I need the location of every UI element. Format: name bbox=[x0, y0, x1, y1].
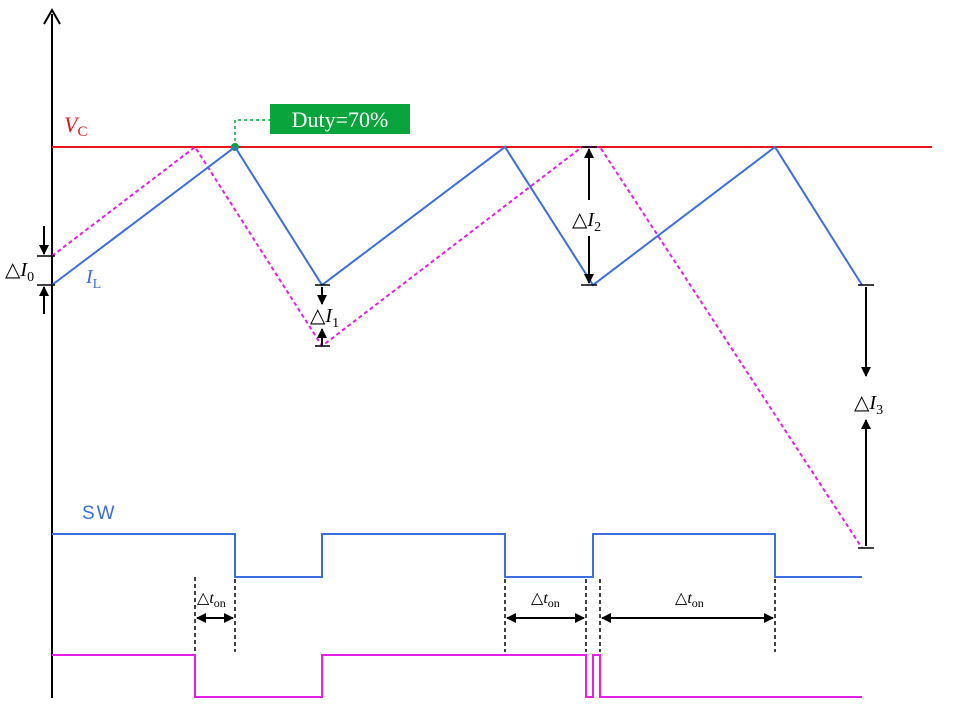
y-axis-arrowhead bbox=[43, 7, 61, 25]
delta-ton-label-2: △ton bbox=[531, 590, 560, 610]
magenta-switch-waveform bbox=[52, 654, 862, 698]
delta-ton-label-1: △ton bbox=[197, 590, 226, 610]
delta-i1-marker bbox=[315, 284, 330, 347]
delta-i0-marker bbox=[37, 226, 55, 314]
delta-i1-label: △I1 bbox=[310, 305, 339, 331]
duty-box bbox=[270, 104, 410, 134]
delta-ton-label-3: △ton bbox=[675, 590, 704, 610]
delta-i3-marker bbox=[858, 284, 874, 549]
delta-i2-label: △I2 bbox=[572, 209, 601, 235]
sw-label: SW bbox=[82, 503, 117, 524]
magenta-current-waveform bbox=[51, 145, 863, 549]
duty-label: Duty=70% bbox=[292, 107, 389, 132]
timing-guides bbox=[194, 577, 776, 652]
duty-leader-line bbox=[234, 119, 270, 147]
il-waveform bbox=[51, 145, 863, 287]
il-label: IL bbox=[85, 266, 101, 292]
delta-i0-label: △I0 bbox=[5, 259, 34, 285]
vc-label: VC bbox=[64, 112, 87, 140]
delta-i3-label: △I3 bbox=[854, 392, 883, 418]
delta-i2-marker bbox=[581, 146, 597, 286]
sw-waveform bbox=[52, 533, 862, 578]
